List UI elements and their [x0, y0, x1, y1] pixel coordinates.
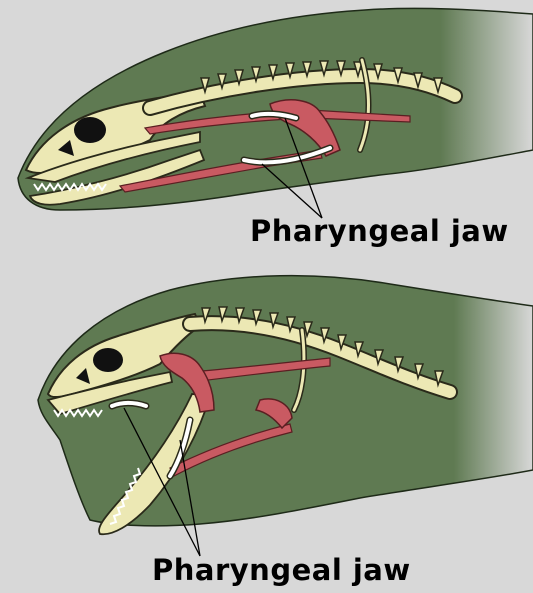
pharyngeal-jaw-label-bottom: Pharyngeal jaw [152, 553, 411, 587]
eye-socket-bottom [93, 348, 123, 372]
eel-body-bottom [38, 276, 533, 526]
eye-socket-top [74, 117, 106, 143]
eel-head-open [38, 276, 533, 556]
eel-head-closed [18, 8, 533, 218]
pharyngeal-jaw-label-top: Pharyngeal jaw [250, 214, 509, 248]
